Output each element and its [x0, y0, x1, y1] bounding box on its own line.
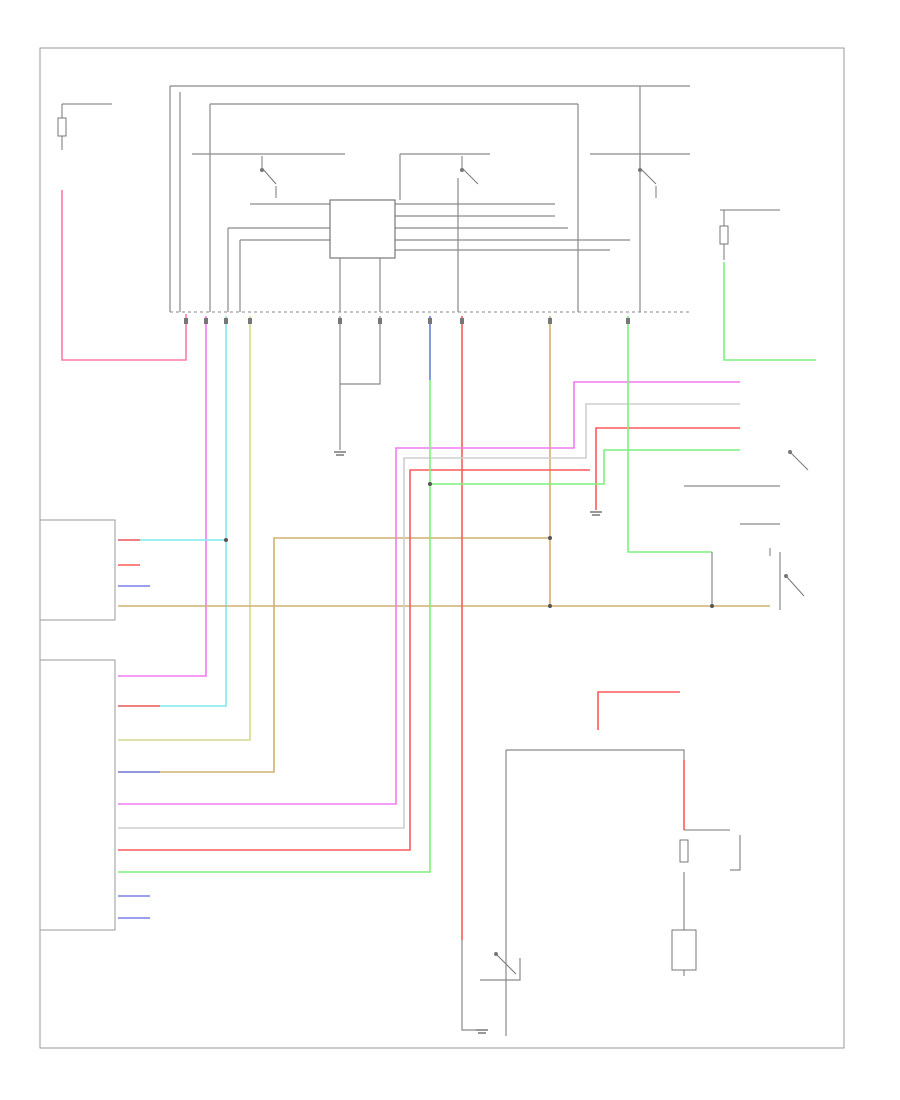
wire-green-3: [627, 316, 712, 553]
ground-symbol-stop-lamp: [590, 511, 602, 516]
top-bus: [169, 85, 690, 312]
ground-symbol-ecm: [334, 451, 346, 456]
connector-pins: [184, 318, 630, 324]
wire-gray: [118, 403, 740, 829]
wire-green-1: [118, 316, 431, 873]
fuse-battery: [679, 829, 730, 863]
wire-red-top-right: [597, 691, 680, 730]
switch-right-upper: [788, 450, 809, 471]
fuse-top-left: [57, 103, 112, 150]
wire-yellow: [118, 316, 251, 741]
fuse-right: [719, 209, 780, 260]
ground-wires: [339, 316, 781, 1036]
relay-1: [260, 156, 277, 198]
ecm-box: [329, 199, 396, 259]
wire-pink-fuse: [61, 190, 187, 361]
junction-dots: [224, 482, 714, 608]
wire-magenta-1: [118, 316, 207, 677]
relay-3: [638, 156, 657, 198]
battery-body: [671, 929, 697, 971]
wire-red-3: [118, 469, 590, 851]
relay-2: [460, 156, 479, 185]
wire-red-4: [595, 427, 740, 510]
diagram-frame: [39, 47, 845, 1049]
wire-tan-3: [118, 537, 550, 773]
wire-cyan: [118, 316, 227, 707]
left-connector-1: [39, 519, 116, 621]
switch-right-lower: [769, 548, 805, 597]
wire-magenta-2: [118, 381, 740, 805]
left-connector-2: [39, 659, 116, 931]
wire-green-2: [430, 449, 740, 485]
wire-green-4: [723, 262, 816, 361]
ground-symbol-bottom: [476, 1029, 488, 1034]
wires: [61, 190, 816, 940]
switch-bottom: [494, 952, 517, 975]
